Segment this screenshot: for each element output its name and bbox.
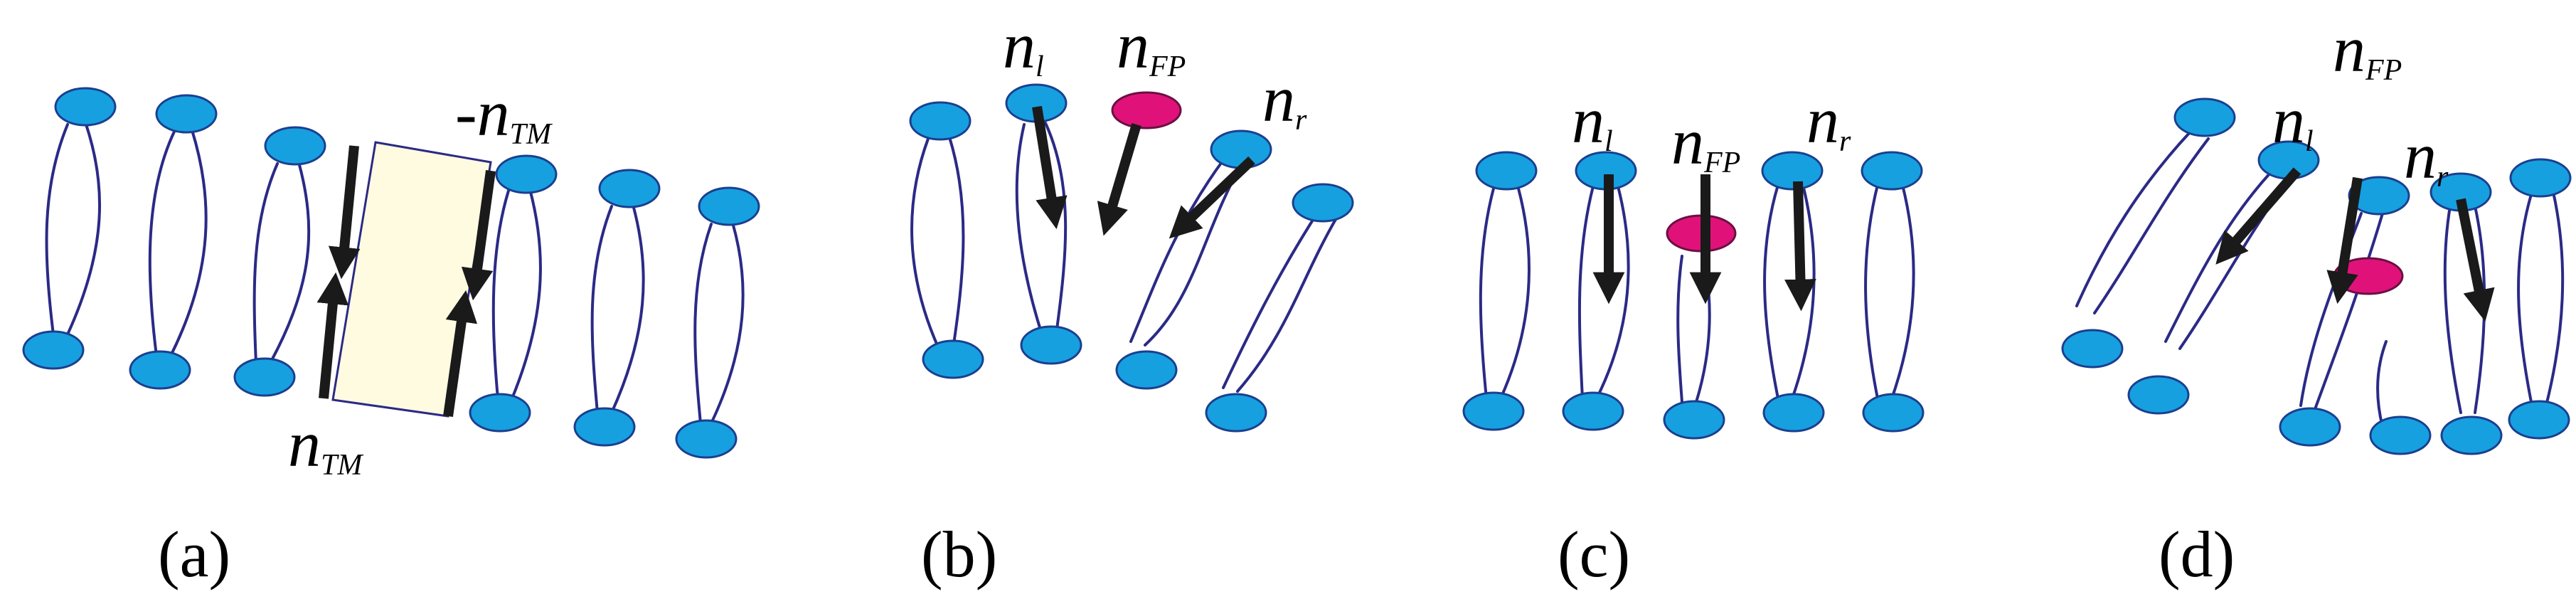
label-n-l: nl <box>1003 9 1044 83</box>
lipid-head <box>1562 391 1624 431</box>
lipid-head <box>2127 375 2190 415</box>
lipid-head <box>495 154 558 194</box>
label-n-tm: nTM <box>288 408 363 482</box>
panel-c: nl nFP nr (c) <box>1462 84 1925 591</box>
lipid-head <box>1475 151 1538 191</box>
label-n-l: nl <box>2272 84 2314 158</box>
director-arrows-b <box>1032 105 1255 239</box>
lipid-molecules-right <box>469 154 760 459</box>
label-n-r: nr <box>2404 120 2449 194</box>
label-n-fp: nFP <box>1671 105 1740 179</box>
label-n-r: nr <box>1262 63 1307 137</box>
lipid-head <box>469 393 531 433</box>
lipid-head <box>2369 415 2432 455</box>
lipid-head <box>2348 176 2410 216</box>
lipid-head <box>2508 400 2570 440</box>
lipid-molecules-left <box>22 87 326 397</box>
lipid-head <box>2061 329 2124 369</box>
fusion-peptide <box>1111 91 1182 129</box>
lipid-head <box>1462 391 1525 431</box>
lipid-head <box>264 126 326 166</box>
lipid-head <box>129 350 191 390</box>
panel-b: nl nFP nr (b) <box>909 9 1354 591</box>
caption-a: (a) <box>158 518 230 591</box>
lipid-head <box>54 87 117 127</box>
lipid-head <box>2279 407 2341 447</box>
lipid-head <box>155 94 218 134</box>
lipid-head <box>598 169 661 208</box>
lipid-head <box>573 407 636 447</box>
lipid-head <box>1861 151 1923 191</box>
label-n-l: nl <box>1572 84 1613 158</box>
lipid-head <box>2173 97 2236 137</box>
label-n-fp: nFP <box>1117 9 1186 83</box>
transmembrane-inclusion <box>331 141 492 418</box>
lipid-head <box>1663 400 1725 440</box>
lipid-head <box>2509 158 2572 198</box>
lipid-head <box>909 101 972 141</box>
caption-d: (d) <box>2159 518 2235 591</box>
lipid-head <box>1862 393 1925 433</box>
label-n-fp: nFP <box>2333 13 2402 87</box>
lipid-head <box>1292 183 1354 223</box>
lipid-head <box>1210 129 1272 169</box>
lipid-molecules-d <box>2061 97 2572 455</box>
panel-a: -nTM nTM (a) <box>22 77 760 591</box>
label-minus-n-tm: -nTM <box>455 77 553 151</box>
lipid-head <box>1762 393 1825 433</box>
director-arrows-a <box>316 145 496 417</box>
lipid-head <box>2440 415 2503 455</box>
lipid-head <box>698 186 760 226</box>
director-arrows-d <box>2215 167 2495 322</box>
lipid-head <box>233 357 296 397</box>
panel-d: nFP nl nr (d) <box>2061 13 2572 591</box>
caption-c: (c) <box>1558 518 1630 591</box>
lipid-head <box>1020 325 1082 365</box>
lipid-head <box>922 339 984 379</box>
lipid-head <box>1115 350 1178 390</box>
caption-b: (b) <box>921 518 997 591</box>
lipid-head <box>22 330 85 370</box>
label-n-r: nr <box>1806 84 1851 158</box>
lipid-molecules-c <box>1462 151 1925 440</box>
lipid-head <box>1205 393 1267 433</box>
director-arrows-c <box>1592 174 1816 312</box>
lipid-head <box>675 419 738 459</box>
lipid-head <box>1761 151 1824 191</box>
